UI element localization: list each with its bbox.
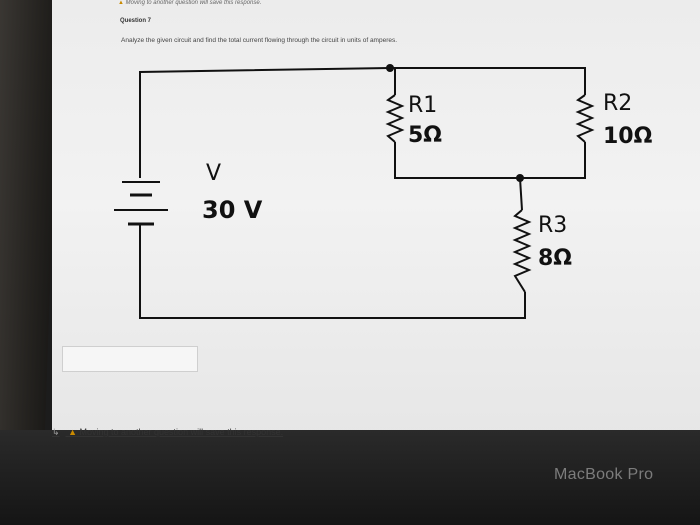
r3-value: 8Ω [538, 246, 572, 271]
r3-name: R3 [538, 213, 567, 238]
top-warning-text: Moving to another question will save thi… [125, 0, 262, 6]
wire-top-left [139, 67, 391, 178]
resistor-r1-zigzag [385, 94, 405, 143]
wire-r2-bottom [520, 142, 586, 179]
junction-middle [516, 174, 524, 182]
warning-icon: ▲ [68, 427, 77, 437]
source-value: 30 V [202, 196, 263, 224]
question-text: Analyze the given circuit and find the t… [121, 37, 398, 44]
answer-input[interactable] [62, 346, 198, 372]
source-label: V [206, 161, 221, 186]
wire-top-right [390, 67, 586, 95]
wire-bottom [139, 232, 526, 319]
resistor-r3-zigzag [512, 209, 532, 293]
bottom-warning: ↳ ▲ Moving to another question will save… [52, 427, 283, 438]
top-warning: ▲ Moving to another question will save t… [118, 0, 261, 6]
laptop-bottom-bezel [0, 430, 700, 525]
junction-top [386, 64, 394, 72]
question-label: Question 7 [120, 18, 152, 24]
resistor-r2-zigzag [575, 94, 595, 143]
bottom-warning-text: Moving to another question will save thi… [79, 427, 284, 437]
return-arrow-icon: ↳ [52, 427, 60, 437]
warning-icon: ▲ [118, 0, 124, 6]
brand-label: MacBook Pro [554, 466, 654, 483]
wire-r1-bottom [394, 142, 520, 179]
r1-name: R1 [408, 93, 437, 118]
r2-name: R2 [603, 91, 632, 116]
wire-r3-top [519, 177, 523, 211]
r1-value: 5Ω [408, 123, 442, 148]
r2-value: 10Ω [603, 124, 653, 149]
